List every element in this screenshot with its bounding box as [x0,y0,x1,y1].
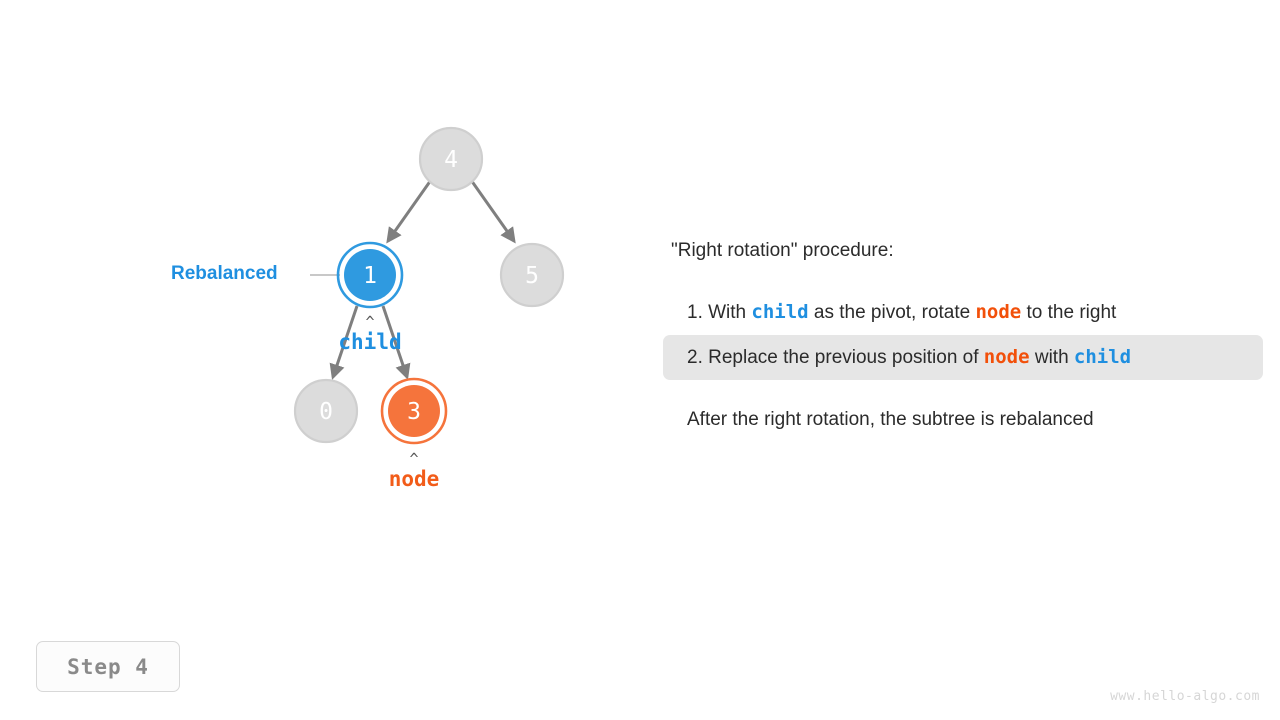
procedure-step-1: 1. With child as the pivot, rotate node … [663,290,1263,335]
edge-4-to-1 [386,179,433,244]
tree-node-5[interactable]: 5 [499,242,565,308]
edge-4-to-5 [469,179,516,244]
binary-tree-graphic: 4 5 0 1 3 ^ child ^ [293,126,565,491]
step-1-keyword-child: child [751,301,809,323]
edge-1-to-3 [381,305,411,380]
child-caret-icon: ^ [365,313,374,331]
node-3-value: 3 [407,399,421,425]
rebalanced-callout-label: Rebalanced [171,263,278,284]
node-pointer-tag: ^ node [389,450,440,491]
node-tag-label: node [389,467,440,491]
step-2-text-a: 2. Replace the previous position of [687,347,984,368]
node-0-circle [293,378,359,444]
child-pointer-tag: ^ child [338,313,401,354]
node-4-value: 4 [444,147,458,173]
tree-node-4[interactable]: 4 [418,126,484,192]
tree-edges [329,179,516,380]
child-tag-label: child [338,330,401,354]
node-3-outer-ring [380,377,448,445]
tree-node-1[interactable]: 1 [336,241,404,309]
node-3-circle [388,385,440,437]
node-1-outer-ring [336,241,404,309]
tree-node-3[interactable]: 3 [380,377,448,445]
step-badge: Step 4 [36,641,180,692]
step-1-text-c: to the right [1021,302,1117,323]
node-1-value: 1 [363,263,377,289]
step-2-keyword-child: child [1073,346,1132,368]
procedure-step-2: 2. Replace the previous position of node… [663,335,1263,380]
watermark: www.hello-algo.com [1110,689,1260,704]
edge-1-to-0 [329,305,359,380]
panel-title: "Right rotation" procedure: [671,240,894,261]
step-2-text-b: with [1029,347,1074,368]
step-1-keyword-node: node [975,301,1022,323]
node-0-value: 0 [319,399,333,425]
node-5-value: 5 [525,263,539,289]
node-1-circle [344,249,396,301]
step-1-text-a: 1. With [687,302,752,323]
step-2-keyword-node: node [983,346,1030,368]
tree-node-0[interactable]: 0 [293,378,359,444]
step-1-text-b: as the pivot, rotate [808,302,976,323]
node-4-circle [418,126,484,192]
node-5-circle [499,242,565,308]
explanation-panel: "Right rotation" procedure: 1. With chil… [663,240,1263,431]
panel-footer-text: After the right rotation, the subtree is… [687,409,1094,430]
node-caret-icon: ^ [409,450,418,468]
